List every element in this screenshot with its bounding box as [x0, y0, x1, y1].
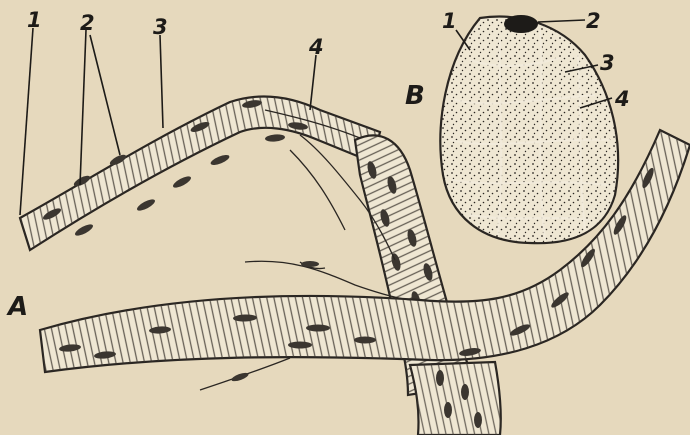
upper-fiber	[20, 96, 380, 250]
panel-b-number-2: 2	[586, 9, 601, 33]
panel-a-number-3: 3	[153, 15, 168, 39]
panel-a-number-4: 4	[308, 35, 324, 59]
cross-section-nucleus	[504, 15, 538, 33]
panel-b-number-4: 4	[614, 87, 630, 111]
cross-section	[440, 15, 618, 243]
panel-b-label: B	[405, 81, 425, 111]
panel-a-number-2: 2	[80, 11, 95, 35]
panel-b-number-3: 3	[600, 51, 615, 75]
panel-a-label: A	[6, 292, 28, 322]
bottom-fiber	[410, 362, 501, 435]
panel-a-number-1: 1	[27, 8, 42, 32]
panel-b-number-1: 1	[442, 9, 457, 33]
